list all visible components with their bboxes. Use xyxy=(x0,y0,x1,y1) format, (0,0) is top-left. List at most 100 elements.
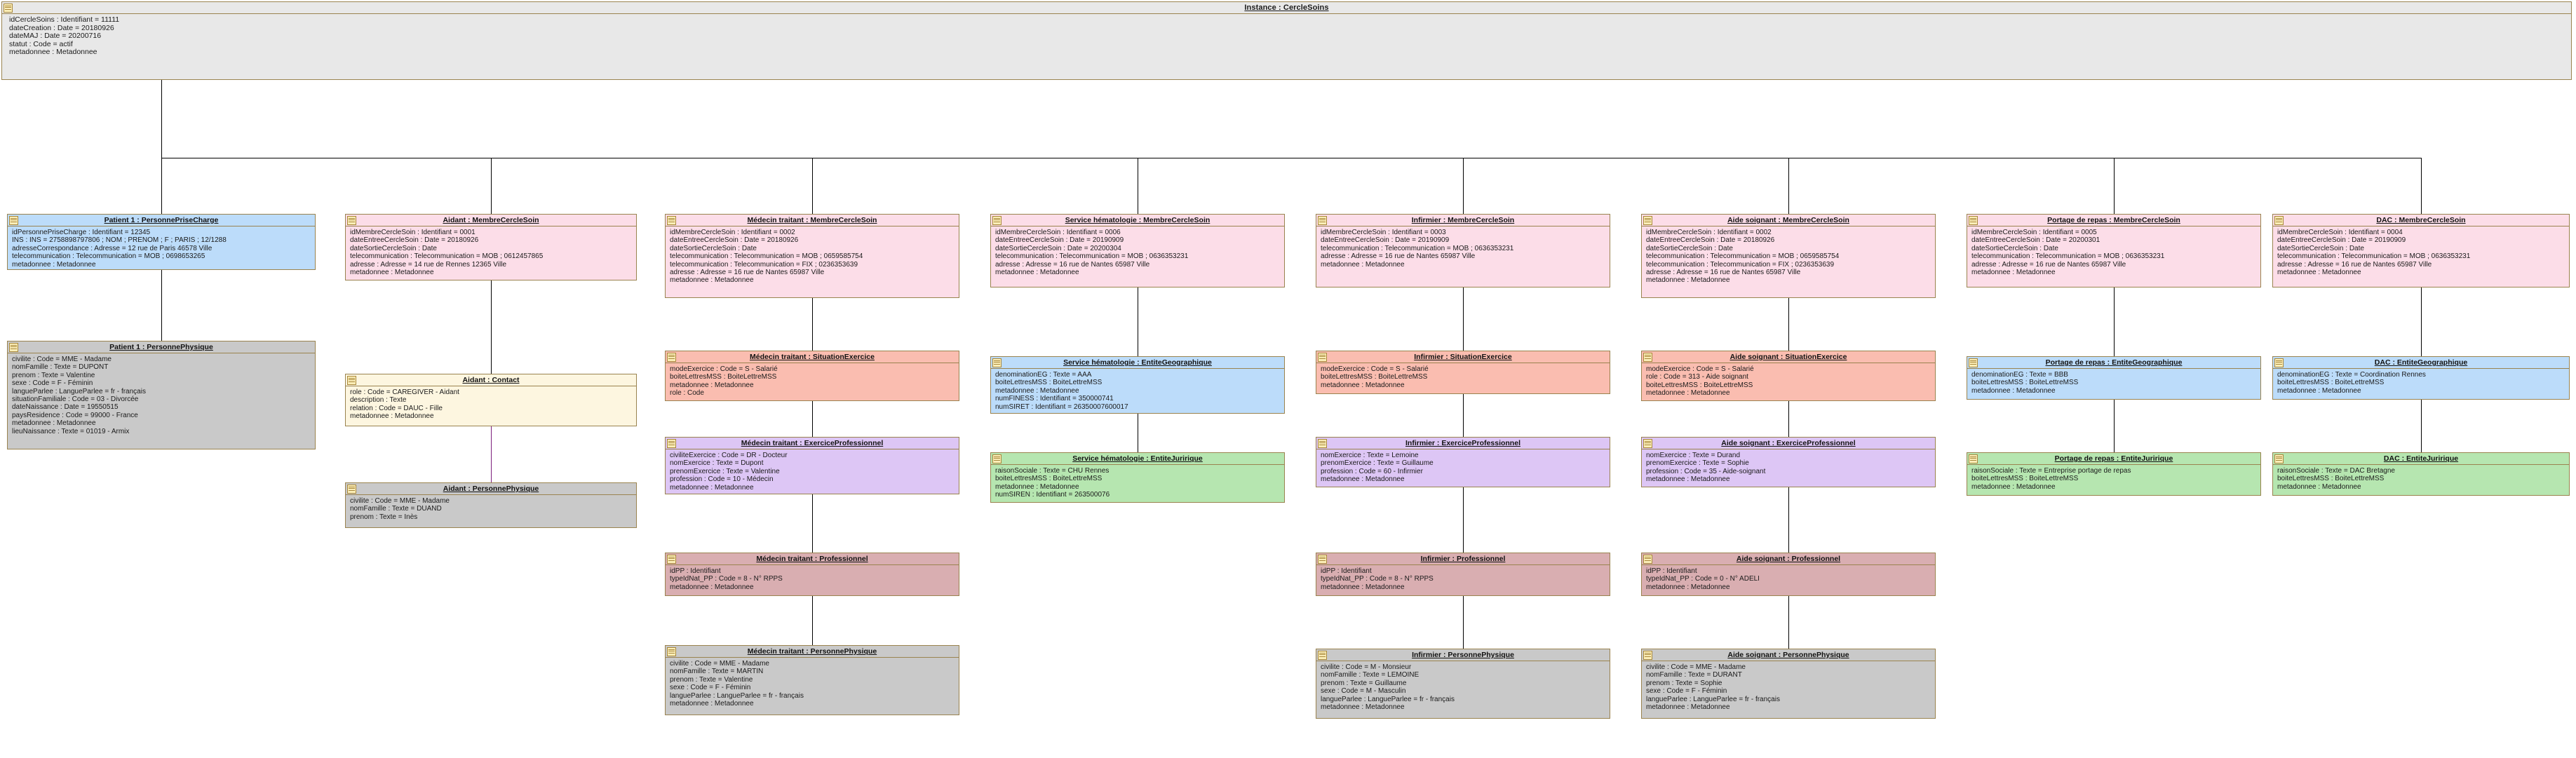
node-attribute-line: nomFamille : Texte = MARTIN xyxy=(670,668,764,676)
node-header[interactable]: Médecin traitant : Professionnel xyxy=(666,553,959,565)
node-header[interactable]: Aide soignant : ExerciceProfessionnel xyxy=(1642,438,1935,449)
node-header[interactable]: Patient 1 : PersonnePhysique xyxy=(8,341,315,353)
node-attribute-line: dateEntreeCercleSoin : Date = 20200301 xyxy=(1971,236,2100,245)
node-header[interactable]: DAC : MembreCercleSoin xyxy=(2273,215,2569,226)
node-header[interactable]: Infirmier : MembreCercleSoin xyxy=(1316,215,1610,226)
node-attribute-line: metadonnee : Metadonnee xyxy=(1971,482,2056,491)
node-attribute-line: metadonnee : Metadonnee xyxy=(995,482,1079,491)
node-title: Portage de repas : EntiteJuririque xyxy=(2054,454,2173,463)
node-attribute-line: idMembreCercleSoin : Identifiant = 0005 xyxy=(1971,229,2097,236)
instance-node-portage-membre[interactable]: Portage de repas : MembreCercleSoin idMem… xyxy=(1967,214,2261,287)
node-title: Médecin traitant : MembreCercleSoin xyxy=(747,216,877,224)
node-header[interactable]: Aidant : PersonnePhysique xyxy=(346,483,636,495)
root-attribute-line: statut : Code = actif xyxy=(9,39,73,48)
instance-node-infirmier-exercice[interactable]: Infirmier : ExerciceProfessionnel nomExer… xyxy=(1316,437,1610,487)
node-attribute-line: civilite : Code = MME - Madame xyxy=(1646,663,1746,671)
node-header[interactable]: DAC : EntiteJuririque xyxy=(2273,453,2569,465)
node-attribute-line: profession : Code = 35 - Aide-soignant xyxy=(1646,467,1766,475)
node-header[interactable]: Infirmier : SituationExercice xyxy=(1316,351,1610,363)
node-title: Infirmier : ExerciceProfessionnel xyxy=(1405,439,1520,447)
node-attribute-line: dateNaissance : Date = 19550515 xyxy=(12,403,119,412)
root-attribute-line: dateMAJ : Date = 20200716 xyxy=(9,32,102,41)
node-header[interactable]: Médecin traitant : SituationExercice xyxy=(666,351,959,363)
object-icon xyxy=(1643,216,1652,225)
node-header[interactable]: Service hématologie : EntiteJuririque xyxy=(991,453,1284,465)
node-header[interactable]: Service hématologie : MembreCercleSoin xyxy=(991,215,1284,226)
instance-node-service-eg[interactable]: Service hématologie : EntiteGeographique… xyxy=(990,356,1285,414)
node-header[interactable]: Médecin traitant : PersonnePhysique xyxy=(666,646,959,658)
node-attribute-line: nomExercice : Texte = Durand xyxy=(1646,452,1741,459)
object-icon xyxy=(992,216,1002,225)
instance-node-portage-ej[interactable]: Portage de repas : EntiteJuririque raison… xyxy=(1967,452,2261,496)
instance-node-aide-personnephysique[interactable]: Aide soignant : PersonnePhysique civilite… xyxy=(1641,649,1936,719)
connector-line xyxy=(812,298,813,351)
node-attribute-line: metadonnee : Metadonnee xyxy=(1321,583,1405,591)
node-header[interactable]: Aidant : Contact xyxy=(346,374,636,386)
node-header[interactable]: Aide soignant : MembreCercleSoin xyxy=(1642,215,1935,226)
node-title: Service hématologie : MembreCercleSoin xyxy=(1065,216,1211,224)
object-icon xyxy=(667,647,676,656)
node-header[interactable]: Patient 1 : PersonnePriseCharge xyxy=(8,215,315,226)
object-icon xyxy=(1969,216,1978,225)
node-header[interactable]: Aide soignant : SituationExercice xyxy=(1642,351,1935,363)
instance-node-medecin-exercice[interactable]: Médecin traitant : ExerciceProfessionnel… xyxy=(665,437,959,494)
node-attribute-line: civilite : Code = MME - Madame xyxy=(12,356,112,363)
node-attribute-line: adresseCorrespondance : Adresse = 12 rue… xyxy=(12,244,213,252)
node-header[interactable]: Médecin traitant : ExerciceProfessionnel xyxy=(666,438,959,449)
node-attributes: raisonSociale : Texte = Entreprise porta… xyxy=(1967,465,2260,493)
node-header[interactable]: Infirmier : ExerciceProfessionnel xyxy=(1316,438,1610,449)
instance-node-patient-personnephysique[interactable]: Patient 1 : PersonnePhysique civilite : C… xyxy=(7,341,316,449)
node-header[interactable]: Infirmier : Professionnel xyxy=(1316,553,1610,565)
node-header[interactable]: Service hématologie : EntiteGeographique xyxy=(991,357,1284,369)
node-attribute-line: nomExercice : Texte = Lemoine xyxy=(1321,452,1419,459)
node-header[interactable]: Portage de repas : MembreCercleSoin xyxy=(1967,215,2260,226)
node-attribute-line: metadonnee : Metadonnee xyxy=(1321,703,1405,712)
node-header[interactable]: Aide soignant : Professionnel xyxy=(1642,553,1935,565)
instance-node-aide-exercice[interactable]: Aide soignant : ExerciceProfessionnel nom… xyxy=(1641,437,1936,487)
node-attribute-line: boiteLettresMSS : BoiteLettreMSS xyxy=(1646,381,1753,389)
node-header[interactable]: DAC : EntiteGeographique xyxy=(2273,357,2569,369)
connector-line xyxy=(812,401,813,437)
node-header[interactable]: Portage de repas : EntiteJuririque xyxy=(1967,453,2260,465)
node-attribute-line: dateSortieCercleSoin : Date xyxy=(670,244,757,252)
node-attribute-line: boiteLettresMSS : BoiteLettreMSS xyxy=(670,373,777,381)
node-attribute-line: telecommunication : Telecommunication = … xyxy=(2277,252,2471,261)
node-header[interactable]: Aide soignant : PersonnePhysique xyxy=(1642,649,1935,661)
object-icon xyxy=(1643,651,1652,660)
node-header[interactable]: Médecin traitant : MembreCercleSoin xyxy=(666,215,959,226)
node-title: Aidant : MembreCercleSoin xyxy=(443,216,539,224)
node-attribute-line: nomFamille : Texte = DUAND xyxy=(350,505,442,513)
node-header[interactable]: Aidant : MembreCercleSoin xyxy=(346,215,636,226)
node-header[interactable]: Infirmier : PersonnePhysique xyxy=(1316,649,1610,661)
node-attribute-line: prenom : Texte = Inès xyxy=(350,513,418,521)
node-header[interactable]: Portage de repas : EntiteGeographique xyxy=(1967,357,2260,369)
node-attribute-line: metadonnee : Metadonnee xyxy=(2277,482,2361,491)
